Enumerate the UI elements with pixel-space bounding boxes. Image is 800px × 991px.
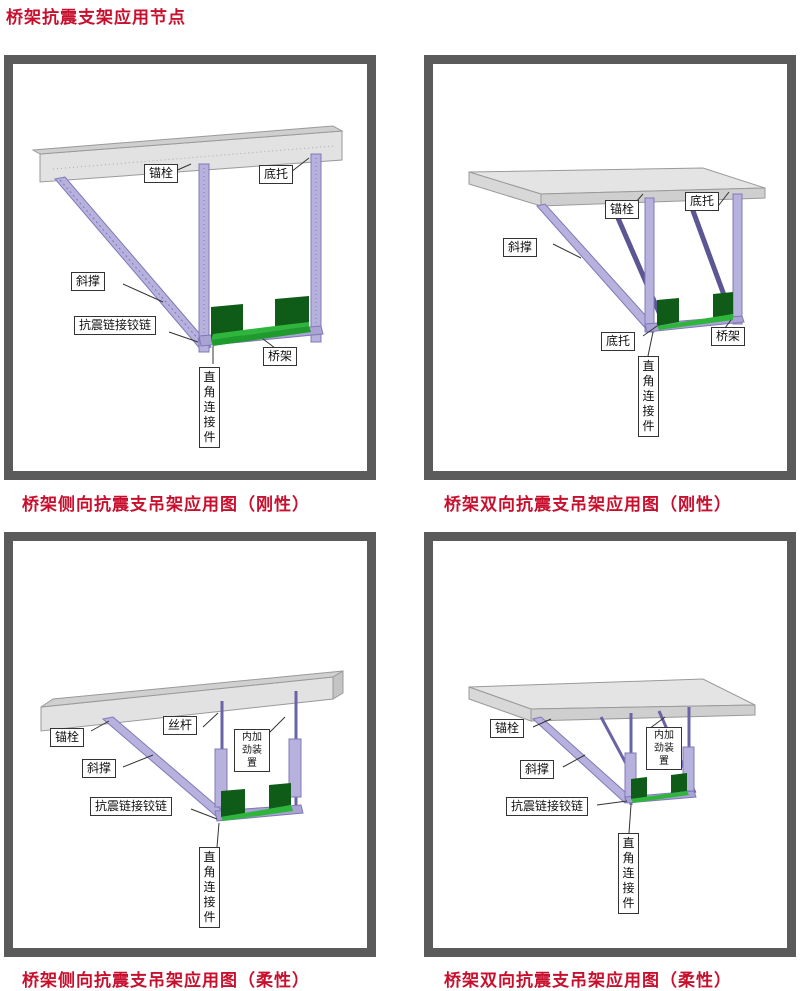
callout-anchor: 锚栓: [144, 164, 179, 183]
callout-hinge: 抗震链接铰链: [90, 797, 173, 816]
callout-connector: 直角连接件: [199, 847, 220, 928]
callout-brace: 斜撑: [71, 272, 106, 291]
diagram-panel-bidirectional-rigid: 锚栓 底托 斜撑 底托 桥架 直角连接件: [424, 55, 796, 480]
callout-hinge: 抗震链接铰链: [74, 316, 157, 335]
lateral-rigid-drawing: [31, 125, 344, 364]
callout-anchor: 锚栓: [50, 728, 85, 747]
lateral-flexible-drawing: [40, 670, 344, 848]
callout-stiffener: 内加劲装置: [234, 729, 270, 772]
callout-brace: 斜撑: [503, 238, 538, 257]
bidirectional-rigid-drawing: [468, 167, 766, 357]
callout-brace: 斜撑: [520, 760, 555, 779]
diagram-panel-bidirectional-flexible: 锚栓 内加劲装置 斜撑 抗震链接铰链 直角连接件: [424, 532, 796, 957]
callout-base-bottom: 底托: [601, 332, 636, 351]
callout-base-top: 底托: [685, 192, 720, 211]
diagram-panel-lateral-rigid: 锚栓 底托 斜撑 抗震链接铰链 桥架 直角连接件: [4, 55, 376, 480]
callout-brace: 斜撑: [82, 759, 117, 778]
callout-anchor: 锚栓: [605, 200, 640, 219]
caption-lateral-rigid: 桥架侧向抗震支吊架应用图（刚性）: [22, 495, 310, 515]
callout-connector: 直角连接件: [618, 833, 639, 914]
caption-bidirectional-flexible: 桥架双向抗震支吊架应用图（柔性）: [444, 971, 732, 991]
callout-anchor: 锚栓: [490, 719, 525, 738]
page-title: 桥架抗震支架应用节点: [6, 8, 186, 28]
bidirectional-flexible-drawing: [468, 678, 756, 834]
callout-tray: 桥架: [711, 327, 746, 346]
callout-hinge: 抗震链接铰链: [506, 797, 589, 816]
callout-base: 底托: [259, 165, 294, 184]
diagram-panel-lateral-flexible: 锚栓 丝杆 内加劲装置 斜撑 抗震链接铰链 直角连接件: [4, 532, 376, 957]
caption-lateral-flexible: 桥架侧向抗震支吊架应用图（柔性）: [22, 971, 310, 991]
callout-connector: 直角连接件: [638, 356, 659, 437]
caption-bidirectional-rigid: 桥架双向抗震支吊架应用图（刚性）: [444, 495, 732, 515]
callout-tray: 桥架: [263, 347, 298, 366]
callout-stiffener: 内加劲装置: [646, 727, 682, 770]
callout-rod: 丝杆: [163, 716, 198, 735]
callout-connector: 直角连接件: [199, 367, 220, 448]
